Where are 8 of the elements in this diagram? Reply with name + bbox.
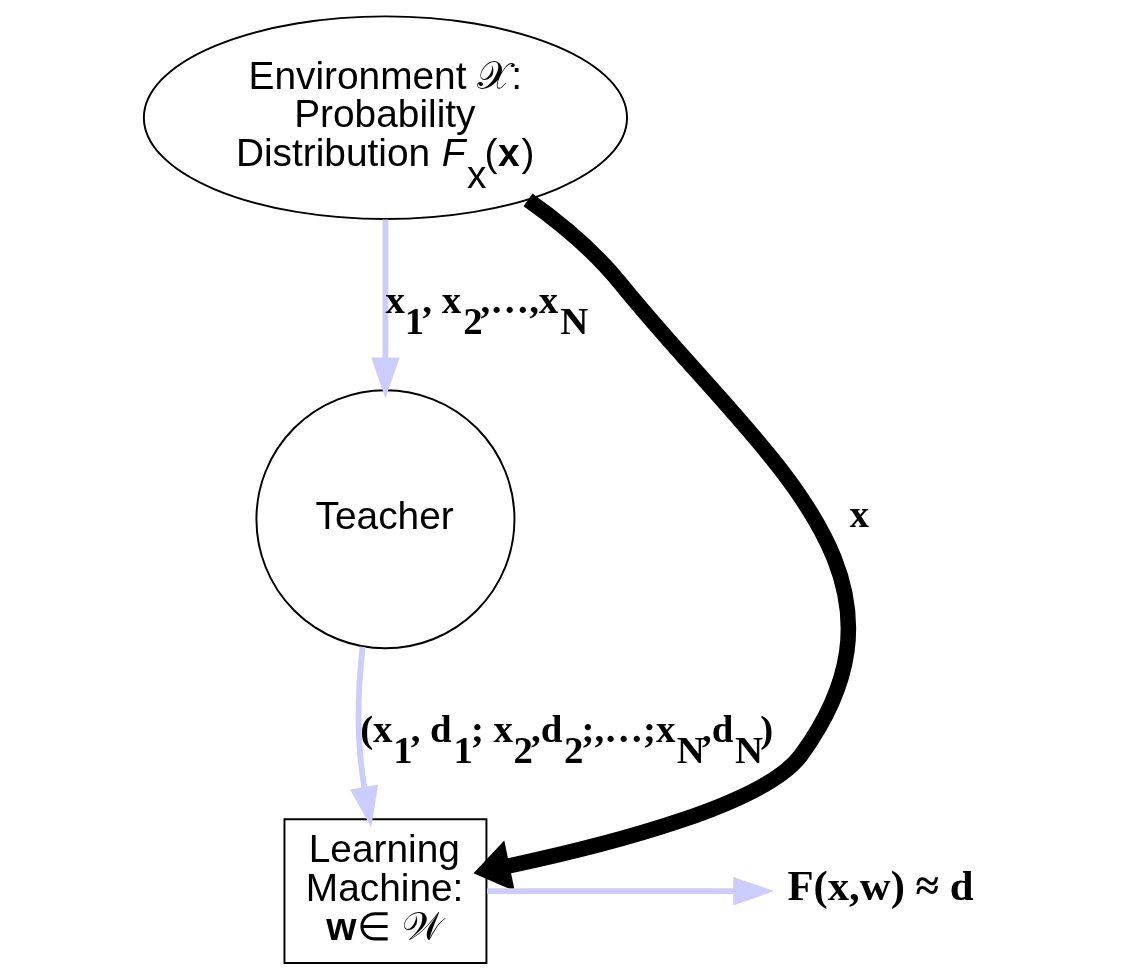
arrow	[370, 219, 400, 399]
edge-label: x	[849, 492, 869, 536]
node-circle: Teacher	[254, 389, 515, 650]
node-text: F(x,w) ≈ d	[786, 862, 973, 910]
arrow	[486, 876, 774, 906]
node-box: Learning Machine: w∈ 𝒲	[283, 818, 487, 964]
arrow	[472, 193, 856, 892]
arrow	[349, 646, 378, 828]
